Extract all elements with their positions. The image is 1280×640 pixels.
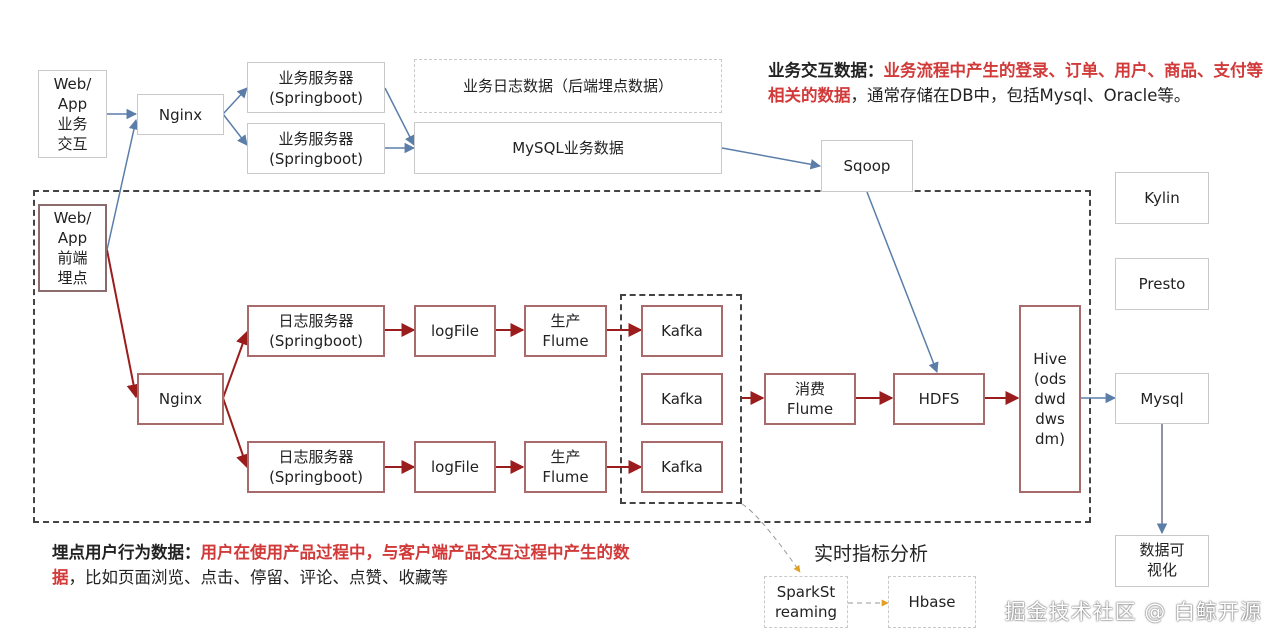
arrow-tracking-to-nginx: [106, 118, 140, 251]
business-note-title: 业务交互数据：: [768, 61, 884, 80]
arrow-mysql-sqoop: [721, 147, 822, 170]
tracking-pipeline-region: [33, 190, 1091, 523]
arrow-kafka-spark: [741, 503, 801, 573]
producer-flume-2-box: 生产 Flume: [524, 441, 607, 493]
business-note-body: ，通常存储在DB中，包括Mysql、Oracle等。: [850, 86, 1191, 105]
arrow-tracking-client-nginx: [106, 249, 141, 399]
business-server-2-box: 业务服务器 (Springboot): [247, 123, 385, 174]
hdfs-box: HDFS: [893, 373, 985, 425]
hive-box: Hive (ods dwd dws dm): [1019, 305, 1081, 493]
kafka-3-box: Kafka: [641, 441, 723, 493]
business-client-box: Web/ App 业务 交互: [38, 70, 107, 158]
tracking-note-title: 埋点用户行为数据：: [52, 543, 201, 562]
kafka-1-box: Kafka: [641, 305, 723, 357]
arrow-nginx-logserver1: [222, 330, 250, 399]
tracking-note-highlight: 用户在使用产品过程中，与客户端产品交互过程中产生的数据: [52, 543, 630, 587]
arrow-nginx-logserver2: [222, 397, 250, 469]
watermark: 掘金技术社区 @ 白鲸开源: [1004, 600, 1262, 624]
arrow-server1-mysql: [384, 87, 415, 146]
business-log-data-box: 业务日志数据（后端埋点数据）: [414, 59, 722, 113]
tracking-client-box: Web/ App 前端 埋点: [38, 204, 107, 292]
presto-box: Presto: [1115, 258, 1209, 310]
arrow-sqoop-hdfs: [866, 191, 939, 373]
realtime-caption: 实时指标分析: [814, 543, 929, 565]
log-server-2-box: 日志服务器 (Springboot): [247, 441, 385, 493]
kafka-cluster-region: [620, 294, 742, 504]
business-nginx-box: Nginx: [137, 94, 224, 135]
kafka-2-box: Kafka: [641, 373, 723, 425]
sqoop-box: Sqoop: [821, 140, 913, 192]
logfile-1-box: logFile: [414, 305, 496, 357]
spark-streaming-box: SparkSt reaming: [764, 576, 848, 628]
business-server-1-box: 业务服务器 (Springboot): [247, 62, 385, 113]
arrow-nginx-server1: [222, 87, 248, 115]
consumer-flume-box: 消费 Flume: [764, 373, 856, 425]
log-server-1-box: 日志服务器 (Springboot): [247, 305, 385, 357]
arrow-nginx-server2: [222, 113, 248, 146]
business-data-note: 业务交互数据：业务流程中产生的登录、订单、用户、商品、支付等相关的数据，通常存储…: [768, 58, 1268, 108]
kylin-box: Kylin: [1115, 172, 1209, 224]
tracking-nginx-box: Nginx: [137, 373, 224, 425]
business-note-highlight: 业务流程中产生的登录、订单、用户、商品、支付等相关的数据: [768, 61, 1263, 105]
hbase-box: Hbase: [888, 576, 976, 628]
logfile-2-box: logFile: [414, 441, 496, 493]
mysql-output-box: Mysql: [1115, 373, 1209, 424]
tracking-data-note: 埋点用户行为数据：用户在使用产品过程中，与客户端产品交互过程中产生的数据，比如页…: [52, 540, 652, 590]
mysql-business-data-box: MySQL业务数据: [414, 122, 722, 174]
visualization-box: 数据可 视化: [1115, 535, 1209, 587]
tracking-note-body: ，比如页面浏览、点击、停留、评论、点赞、收藏等: [68, 568, 449, 587]
producer-flume-1-box: 生产 Flume: [524, 305, 607, 357]
